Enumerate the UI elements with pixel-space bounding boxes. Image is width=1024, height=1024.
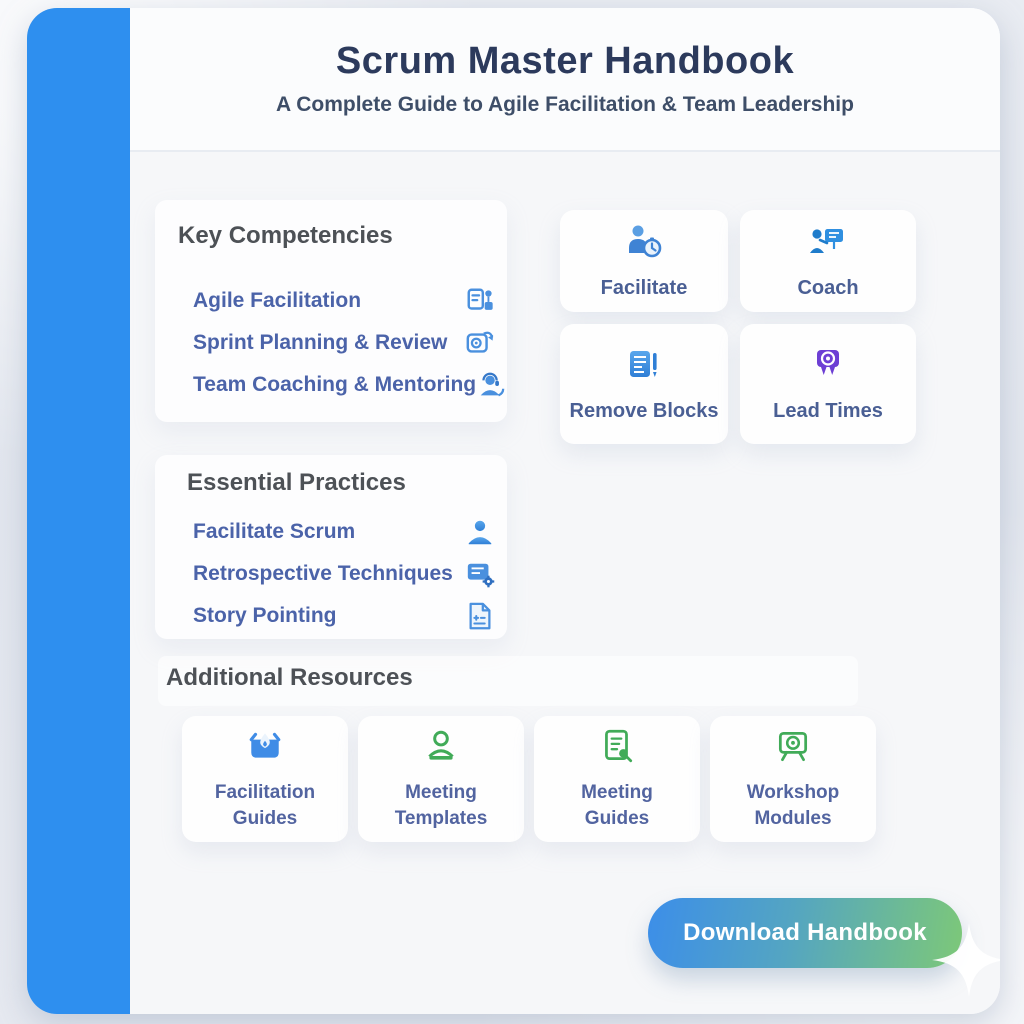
essential-practices-heading: Essential Practices (187, 469, 406, 496)
award-badge-icon (808, 345, 848, 390)
skill-card-label: Lead Times (773, 400, 883, 422)
presenter-board-icon (808, 222, 848, 267)
workflow-board-icon (465, 286, 495, 316)
resource-card-meeting-guides[interactable]: Meeting Guides (534, 716, 700, 842)
list-item-agile-facilitation[interactable]: Agile Facilitation (155, 280, 507, 322)
handbook-panel: Scrum Master Handbook A Complete Guide t… (27, 8, 1000, 1014)
skill-card-label: Facilitate (600, 277, 688, 299)
person-icon (465, 517, 495, 547)
calendar-refresh-icon (465, 328, 495, 358)
person-outline-icon (422, 727, 460, 770)
person-clock-icon (624, 222, 664, 267)
document-gear-icon (465, 559, 495, 589)
skill-card-lead-times[interactable]: Lead Times (740, 324, 916, 444)
resource-card-label: Facilitation Guides (214, 781, 316, 829)
list-item-label: Facilitate Scrum (193, 520, 356, 543)
skill-card-remove-blocks[interactable]: Remove Blocks (560, 324, 728, 444)
list-item-label: Sprint Planning & Review (193, 331, 448, 354)
hand-droplet-icon (246, 727, 284, 770)
resource-card-workshop-modules[interactable]: Workshop Modules (710, 716, 876, 842)
projector-screen-icon (774, 727, 812, 770)
blue-accent-sidebar (27, 8, 130, 1014)
header: Scrum Master Handbook A Complete Guide t… (130, 8, 1000, 152)
key-competencies-list: Agile Facilitation (155, 280, 507, 406)
main-content: Scrum Master Handbook A Complete Guide t… (130, 8, 1000, 1014)
person-headset-icon (476, 370, 506, 400)
list-item-label: Agile Facilitation (193, 289, 362, 312)
page-subtitle: A Complete Guide to Agile Facilitation &… (276, 93, 854, 116)
skill-card-facilitate[interactable]: Facilitate (560, 210, 728, 312)
skill-card-label: Coach (797, 277, 859, 299)
skill-card-coach[interactable]: Coach (740, 210, 916, 312)
key-competencies-heading: Key Competencies (178, 222, 393, 249)
resource-card-label: Workshop Modules (746, 781, 840, 829)
list-item-label: Team Coaching & Mentoring (193, 373, 477, 396)
resource-card-label: Meeting Templates (394, 781, 488, 829)
resource-card-facilitation-guides[interactable]: Facilitation Guides (182, 716, 348, 842)
list-item-label: Story Pointing (193, 604, 337, 627)
skill-card-label: Remove Blocks (569, 400, 719, 422)
resource-card-label: Meeting Guides (581, 781, 653, 829)
additional-resources-heading: Additional Resources (166, 664, 413, 691)
list-item-team-coaching[interactable]: Team Coaching & Mentoring (155, 364, 507, 406)
list-item-facilitate-scrum[interactable]: Facilitate Scrum (155, 511, 507, 553)
essential-practices-list: Facilitate Scrum (155, 511, 507, 637)
additional-resources-band (158, 656, 858, 706)
resource-card-meeting-templates[interactable]: Meeting Templates (358, 716, 524, 842)
checklist-doc-icon (598, 727, 636, 770)
list-item-sprint-planning[interactable]: Sprint Planning & Review (155, 322, 507, 364)
list-item-story-pointing[interactable]: Story Pointing (155, 595, 507, 637)
key-competencies-card: Key Competencies Agile Facilitation (155, 200, 507, 422)
download-handbook-button[interactable]: Download Handbook (648, 898, 962, 968)
page-title: Scrum Master Handbook (335, 40, 795, 82)
list-item-label: Retrospective Techniques (193, 562, 453, 585)
list-item-retrospective-techniques[interactable]: Retrospective Techniques (155, 553, 507, 595)
story-card-icon (465, 601, 495, 631)
notepad-pencil-icon (624, 345, 664, 390)
essential-practices-card: Essential Practices Facilitate Scrum (155, 455, 507, 639)
